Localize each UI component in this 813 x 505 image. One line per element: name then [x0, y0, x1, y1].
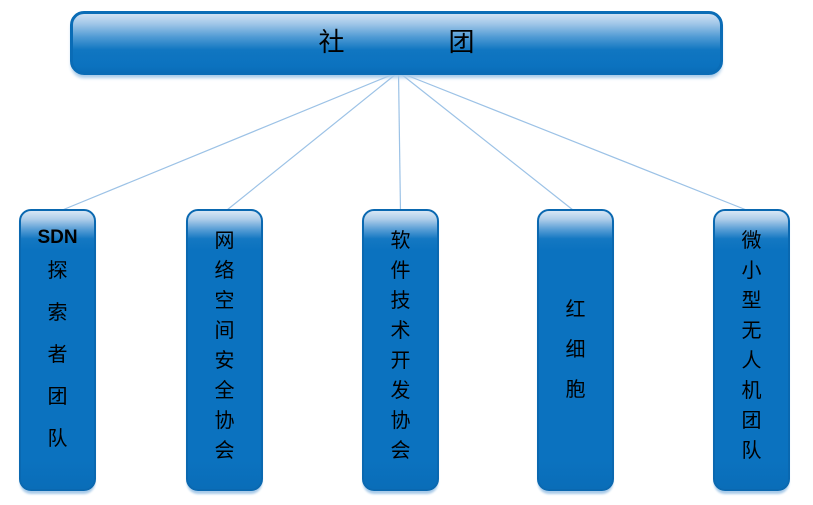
node-label-char: 开 [390, 350, 411, 372]
node-label-char: 队 [741, 440, 762, 462]
node-label-char: 协 [214, 410, 235, 432]
node-label-prefix: SDN [37, 227, 78, 248]
node-label-char: 探 [47, 260, 68, 282]
node-label-char: 细 [565, 339, 586, 361]
node-label-char: 者 [47, 344, 68, 366]
node-label-char: 无 [741, 320, 762, 342]
diagram-node-sdn-explorer-team: SDN 探索者团队 [19, 209, 96, 491]
node-label-char: 机 [741, 380, 762, 402]
connector-line [397, 71, 402, 213]
node-label-char: 队 [47, 428, 68, 450]
root-node: 社 团 [70, 11, 723, 75]
connector-line [57, 71, 399, 213]
diagram-node-cyberspace-security-association: 网络空间安全协会 [186, 209, 263, 491]
node-label-char: 微 [741, 230, 762, 252]
node-label-char: 全 [214, 380, 235, 402]
node-label: 网络空间安全协会 [215, 226, 235, 466]
node-label: 红细胞 [566, 290, 586, 410]
node-label-char: 件 [390, 260, 411, 282]
node-label: 微小型无人机团队 [742, 226, 762, 466]
node-label-char: 小 [741, 260, 762, 282]
node-label-char: 人 [741, 350, 762, 372]
node-label-char: 术 [390, 320, 411, 342]
node-label-char: 会 [390, 440, 411, 462]
node-label: 软件技术开发协会 [391, 226, 411, 466]
node-label-char: 络 [214, 260, 235, 282]
node-label-char: 索 [47, 302, 68, 324]
node-label-char: 团 [47, 386, 68, 408]
root-node-label: 社 团 [318, 28, 475, 57]
node-label-char: 会 [214, 440, 235, 462]
node-label-char: 红 [565, 299, 586, 321]
diagram-node-software-tech-development-association: 软件技术开发协会 [362, 209, 439, 491]
node-label-char: 安 [214, 350, 235, 372]
node-label-char: 型 [741, 290, 762, 312]
connector-line [398, 71, 576, 213]
node-label-char: 团 [741, 410, 762, 432]
node-label-char: 技 [390, 290, 411, 312]
connector-line [224, 71, 399, 213]
node-label-char: 网 [214, 230, 235, 252]
node-label-char: 间 [214, 320, 235, 342]
connector-line [398, 71, 752, 213]
node-label-char: 协 [390, 410, 411, 432]
diagram-node-micro-mini-uav-team: 微小型无人机团队 [713, 209, 790, 491]
node-label: 探索者团队 [48, 250, 68, 460]
node-label-char: 胞 [565, 379, 586, 401]
diagram-node-red-blood-cell: 红细胞 [537, 209, 614, 491]
node-label-char: 发 [390, 380, 411, 402]
node-label-char: 空 [214, 290, 235, 312]
node-label-char: 软 [390, 230, 411, 252]
